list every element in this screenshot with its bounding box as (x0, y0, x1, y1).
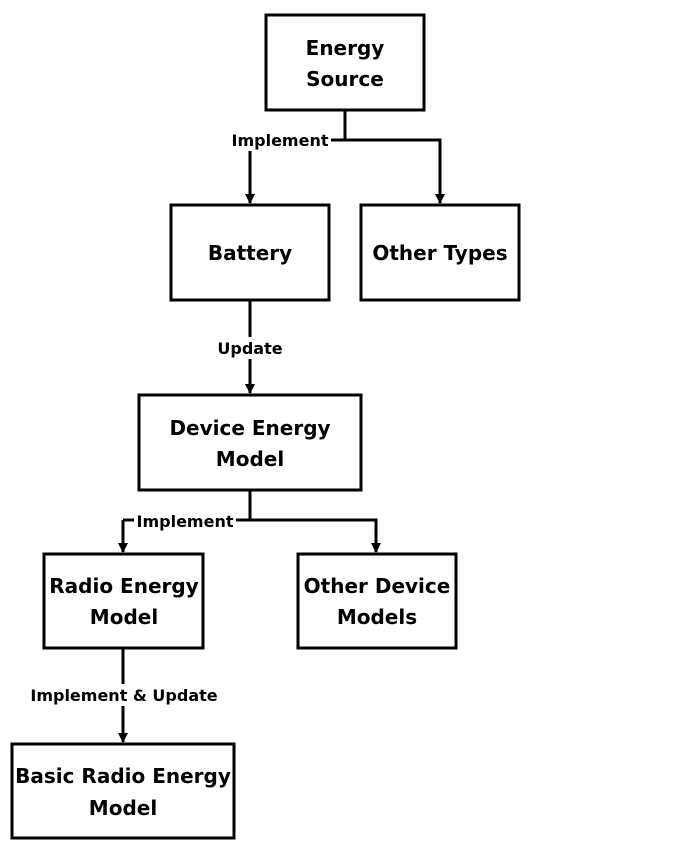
node-other-types-line-1: Other Types (372, 241, 507, 265)
node-device-energy-model-line-1: Device Energy (169, 416, 330, 440)
node-battery-line-1: Battery (208, 241, 292, 265)
node-other-types: Other Types (359, 203, 521, 302)
edge-label-implement-and-update: Implement & Update (30, 686, 217, 705)
node-radio-energy-model-line-1: Radio Energy (49, 574, 198, 598)
edge-label-update: Update (217, 339, 282, 358)
node-other-device-models-line-1: Other Device (304, 574, 451, 598)
node-radio-energy-model-line-2: Model (90, 605, 158, 629)
node-battery: Battery (169, 203, 331, 302)
edge-label-implement-middle: Implement (137, 512, 234, 531)
connectors (118, 110, 445, 743)
node-device-energy-model: Device Energy Model (137, 393, 363, 492)
node-other-device-models-line-2: Models (337, 605, 417, 629)
node-basic-radio-energy-model-line-1: Basic Radio Energy (15, 764, 231, 788)
edge-label-implement-top: Implement (232, 131, 329, 150)
node-radio-energy-model: Radio Energy Model (42, 552, 205, 650)
node-energy-source: Energy Source (264, 13, 426, 112)
node-other-device-models: Other Device Models (296, 552, 458, 650)
connector-to-other-types (345, 138, 445, 204)
node-basic-radio-energy-model: Basic Radio Energy Model (10, 742, 236, 840)
edge-labels: Implement Update Implement Implement & U… (26, 129, 331, 706)
node-device-energy-model-line-2: Model (216, 447, 284, 471)
node-energy-source-line-1: Energy (306, 36, 385, 60)
node-basic-radio-energy-model-line-2: Model (89, 796, 157, 820)
connector-to-other-device-models (250, 518, 381, 553)
node-energy-source-line-2: Source (306, 67, 384, 91)
